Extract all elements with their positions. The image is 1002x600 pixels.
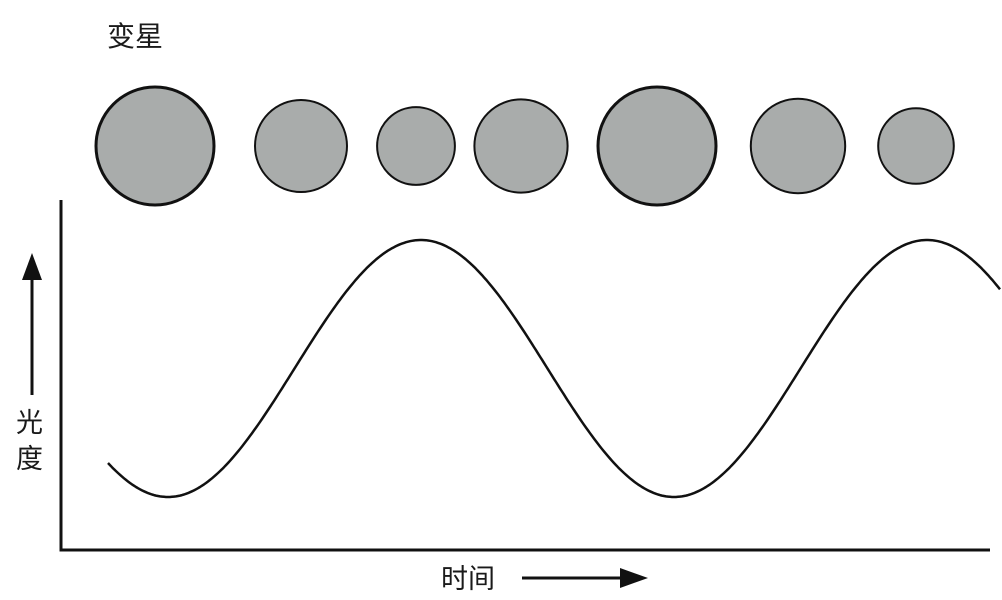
x-axis-label: 时间	[441, 564, 495, 595]
y-axis-arrow	[22, 253, 42, 395]
star-circle-3	[376, 106, 456, 186]
x-axis-arrow	[522, 568, 648, 588]
star-circle-7	[877, 107, 955, 185]
light-curve	[107, 238, 1001, 499]
diagram-title: 变星	[107, 20, 163, 53]
star-circle-2	[254, 99, 348, 193]
y-axis-label-char-2: 度	[16, 444, 43, 475]
y-axis-label-char-1: 光	[16, 408, 43, 439]
star-circle-4	[473, 98, 569, 194]
star-circle-1	[94, 85, 216, 207]
star-circle-5	[596, 85, 718, 207]
star-circle-6	[749, 97, 847, 195]
stars-row	[94, 85, 955, 207]
